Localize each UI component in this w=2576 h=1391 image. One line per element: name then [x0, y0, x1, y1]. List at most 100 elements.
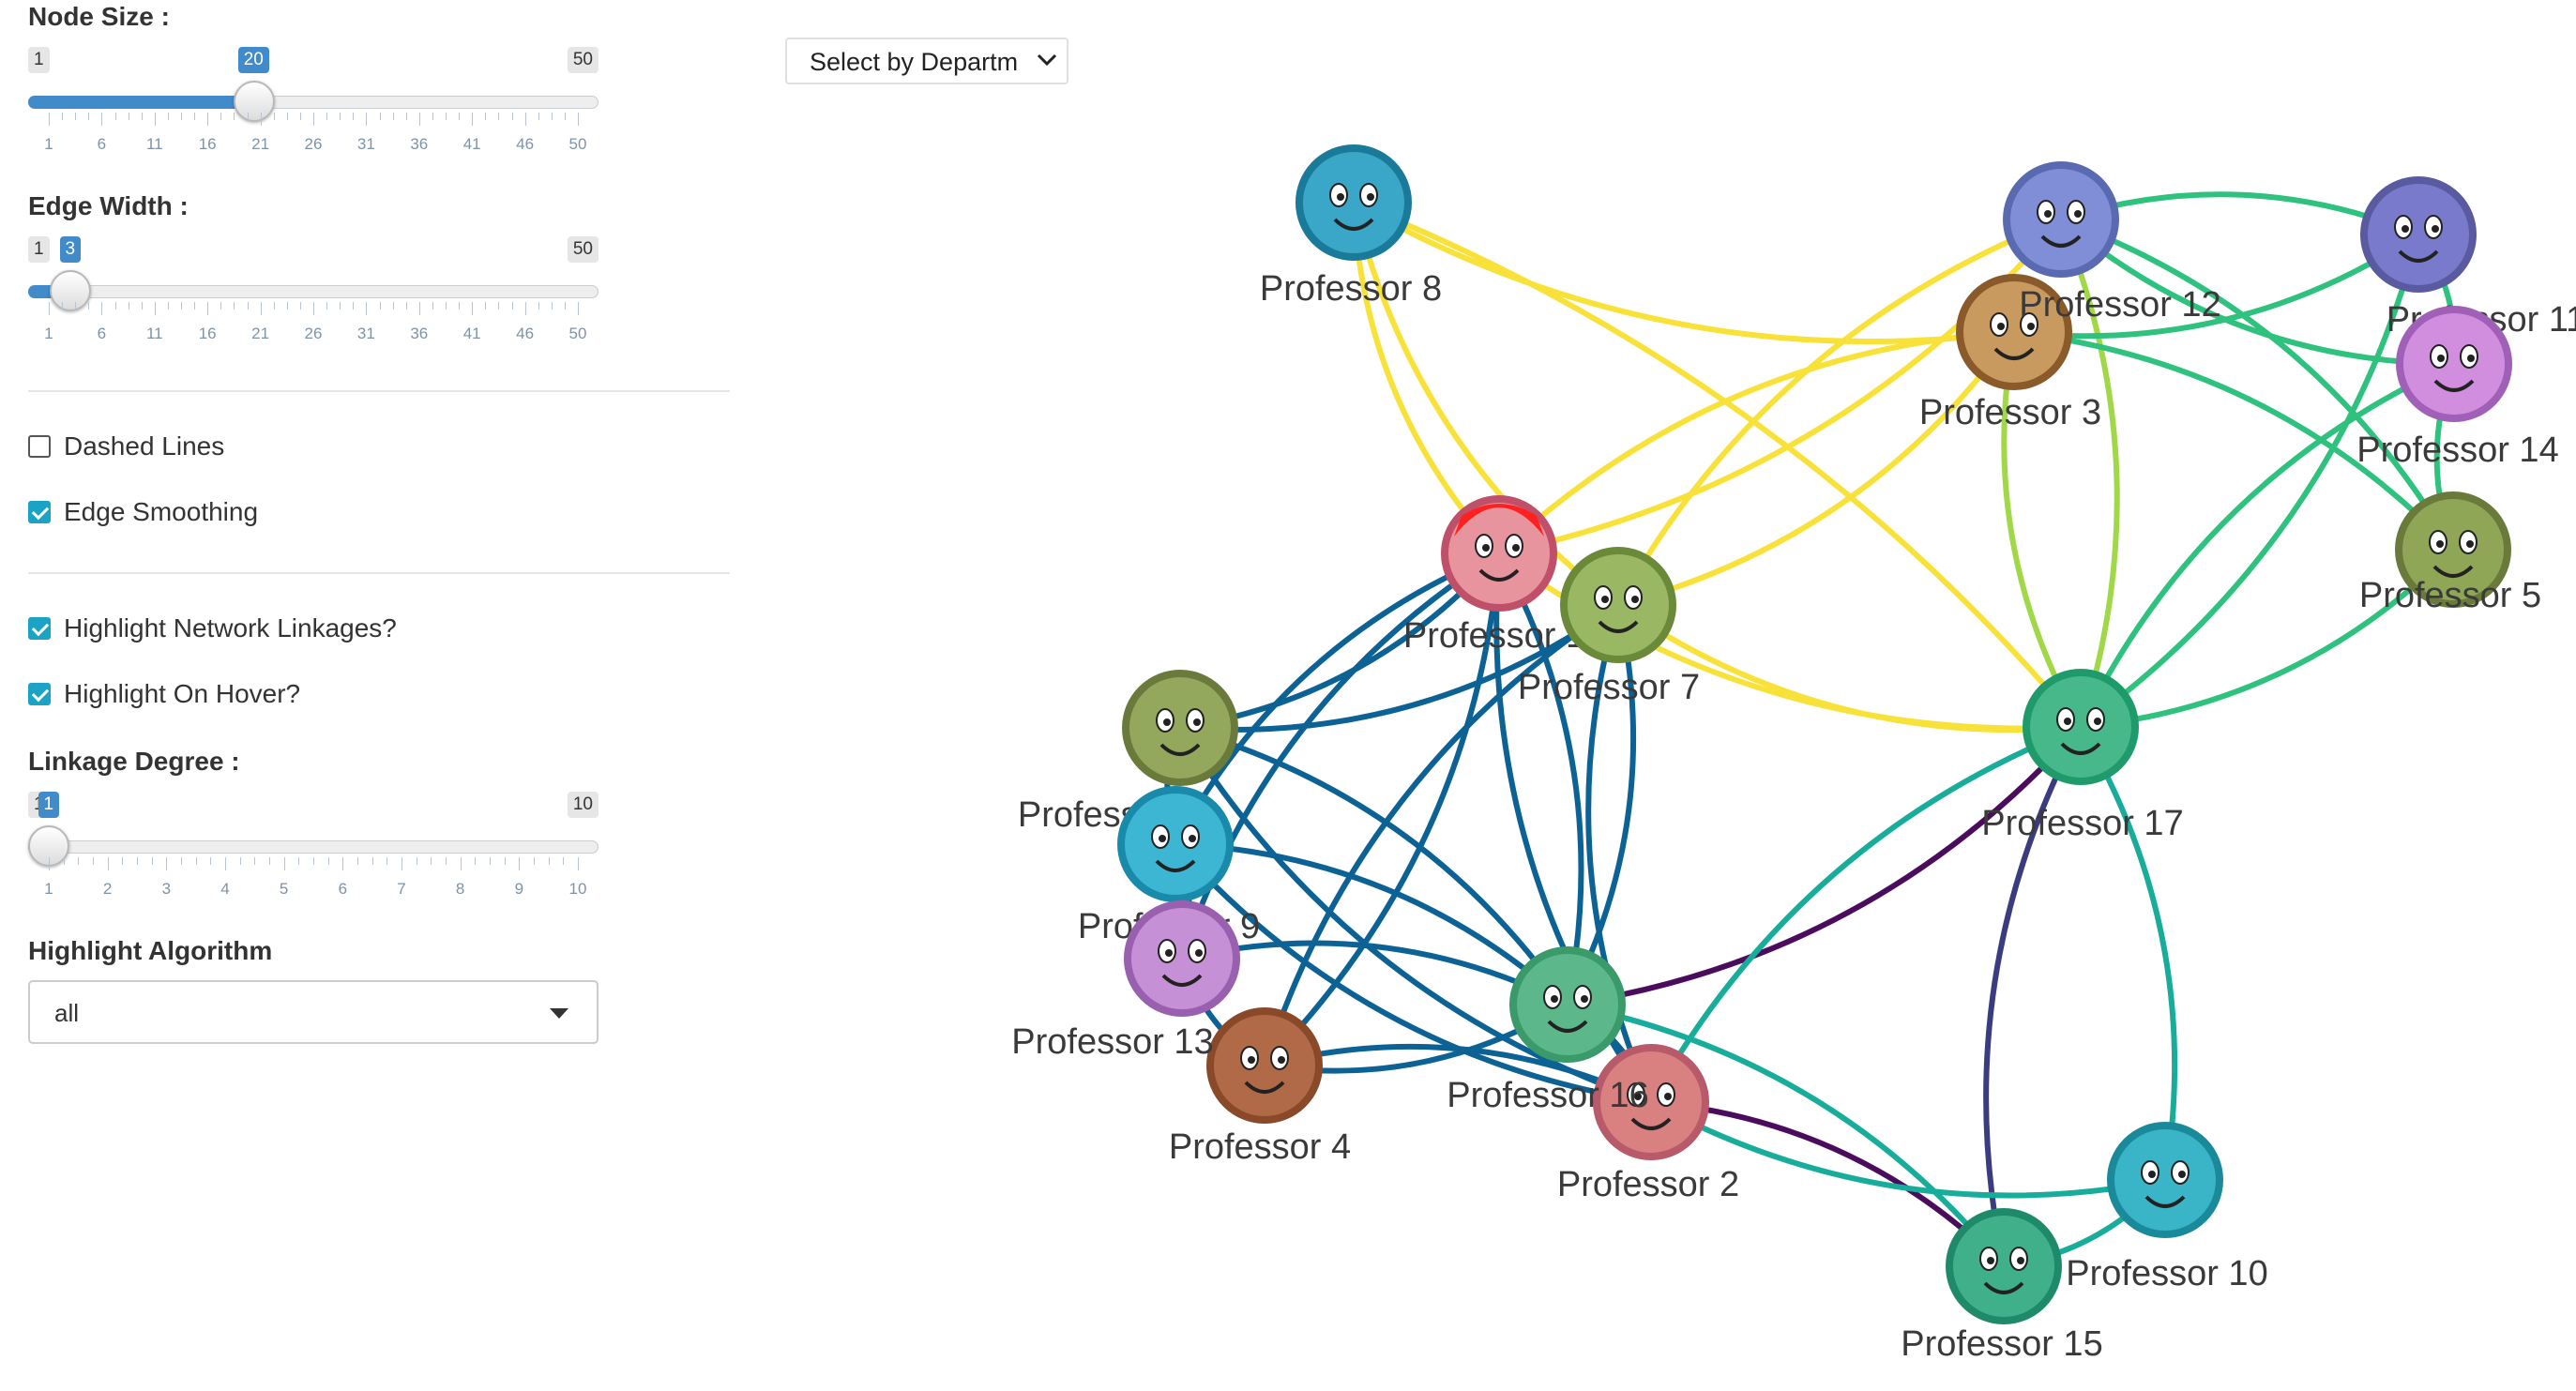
slider-tick-label: 1 [44, 135, 53, 153]
highlight-hover-checkbox[interactable]: Highlight On Hover? [28, 679, 300, 709]
edge-p7-p4[interactable] [1262, 602, 1621, 1068]
slider-track[interactable] [28, 840, 599, 854]
slider-tick [49, 113, 50, 126]
slider-tick [167, 302, 169, 310]
edge-p17-p5[interactable] [2078, 547, 2456, 730]
edge-p1-p12[interactable] [1496, 217, 2064, 556]
left-pupil [1997, 323, 2005, 330]
slider-tick [195, 857, 197, 865]
node-size-label: Node Size : [28, 2, 170, 31]
dashed-lines-checkbox[interactable]: Dashed Lines [28, 431, 224, 461]
slider-tick [207, 113, 209, 126]
slider-handle[interactable] [50, 270, 92, 311]
node-p4[interactable]: Professor 4 [1169, 1007, 1351, 1167]
mouth [1630, 1117, 1672, 1130]
right-pupil [2467, 355, 2475, 362]
slider-tick [472, 113, 474, 126]
slider-tick [273, 302, 275, 310]
edge-p7-p17[interactable] [1615, 602, 2084, 733]
edge-p7-p12[interactable] [1615, 217, 2064, 608]
node-label: Professor 13 [1011, 1022, 1213, 1062]
node-p7[interactable]: Professor 7 [1518, 547, 1700, 707]
edge-p17-p15[interactable] [1983, 724, 2084, 1269]
slider-tick [511, 113, 513, 120]
edge-p12-p17[interactable] [2058, 217, 2120, 730]
node-p10[interactable]: Professor 10 [2066, 1122, 2268, 1293]
edge-p12-p5[interactable] [2058, 217, 2456, 552]
edge-p8-p3[interactable] [1351, 200, 2017, 345]
slider-handle[interactable] [233, 81, 275, 122]
slider-tick-label: 46 [516, 135, 535, 153]
edge-p12-p14[interactable] [2058, 217, 2457, 367]
node-p1[interactable]: Professor 1 [1403, 495, 1585, 656]
edges-layer [1164, 191, 2458, 1269]
edge-p1-p9[interactable] [1173, 551, 1502, 847]
edge-p7-p8[interactable] [1351, 200, 1621, 608]
highlight-hover-text: Highlight On Hover? [64, 679, 301, 708]
edge-p7-p2[interactable] [1585, 602, 1654, 1105]
edge-p17-p10[interactable] [2078, 724, 2178, 1183]
slider-current-value: 1 [38, 792, 60, 818]
slider-tick-label: 6 [97, 135, 107, 153]
right-pupil [2094, 718, 2101, 725]
node-p16[interactable]: Professor 16 [1447, 946, 1649, 1115]
edge-p1-p3[interactable] [1496, 329, 2017, 556]
slider-tick [286, 113, 288, 120]
highlight-hover-box[interactable] [28, 683, 51, 705]
node-p15[interactable]: Professor 15 [1901, 1208, 2103, 1364]
node-p5[interactable]: Professor 5 [2359, 491, 2541, 615]
node-p14[interactable]: Professor 14 [2356, 306, 2559, 470]
highlight-linkages-box[interactable] [28, 617, 51, 640]
edge-p9-p16[interactable] [1173, 841, 1570, 1007]
edge-p8-p17[interactable] [1351, 200, 2084, 730]
node-p13[interactable]: Professor 13 [1011, 900, 1240, 1062]
edge-p1-p4[interactable] [1262, 551, 1502, 1068]
slider-track[interactable] [28, 285, 599, 298]
highlight-algorithm-value: all [54, 999, 80, 1027]
edge-p7-p3[interactable] [1615, 329, 2017, 608]
edge-p17-p14[interactable] [2078, 361, 2457, 730]
highlight-linkages-checkbox[interactable]: Highlight Network Linkages? [28, 613, 397, 643]
slider-tick-label: 3 [161, 880, 172, 898]
edge-p17-p2[interactable] [1648, 724, 2084, 1105]
slider-tick-label: 21 [251, 325, 270, 342]
node-p8[interactable]: Professor 8 [1260, 144, 1442, 309]
linkage-degree-slider[interactable]: 110112345678910 [28, 792, 599, 932]
slider-tick [519, 857, 521, 870]
slider-tick [432, 302, 433, 310]
slider-tick [578, 857, 579, 870]
edge-smoothing-box[interactable] [28, 501, 51, 523]
edge-p17-p11[interactable] [2078, 232, 2421, 730]
slider-tick [472, 302, 474, 315]
edge-p1-p16[interactable] [1496, 551, 1584, 1007]
mouth [1161, 974, 1203, 987]
edge-p3-p5[interactable] [2011, 329, 2456, 552]
edge-p2-p10[interactable] [1648, 1099, 2168, 1199]
slider-tick [78, 857, 80, 865]
edge-p3-p11[interactable] [2011, 232, 2421, 340]
highlight-algorithm-select[interactable]: all [28, 980, 599, 1044]
node-p12[interactable]: Professor 12 [2003, 161, 2221, 325]
edge-p9-p2[interactable] [1173, 841, 1654, 1105]
mouth [2144, 1195, 2186, 1208]
edge-p3-p17[interactable] [2001, 329, 2084, 730]
slider-tick [459, 302, 461, 310]
edge-smoothing-checkbox[interactable]: Edge Smoothing [28, 497, 258, 527]
node-p2[interactable]: Professor 2 [1557, 1044, 1739, 1204]
node-p17[interactable]: Professor 17 [1981, 669, 2184, 843]
avatar-circle [1117, 786, 1234, 902]
dashed-lines-box[interactable] [28, 435, 51, 458]
edge-p17-p16[interactable] [1565, 724, 2084, 1007]
node-p3[interactable]: Professor 3 [1919, 274, 2101, 432]
slider-tick [563, 857, 565, 865]
right-pupil [1581, 995, 1588, 1003]
department-select[interactable]: Select by Departm [785, 38, 1068, 84]
slider-tick [578, 113, 579, 126]
edge-p6-p16[interactable] [1177, 725, 1570, 1007]
edge-p16-p15[interactable] [1565, 1002, 2007, 1269]
slider-tick-label: 50 [568, 135, 587, 153]
